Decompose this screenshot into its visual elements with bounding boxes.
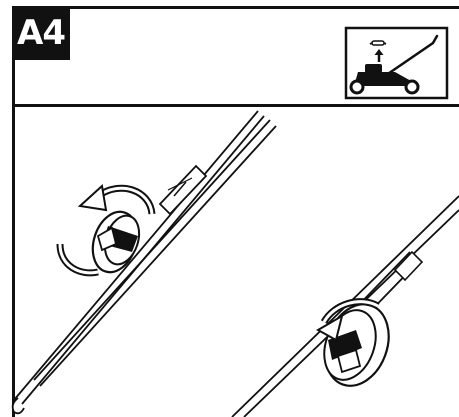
step-badge: A4 xyxy=(12,6,70,60)
handle-knob-rotate-icon xyxy=(56,184,156,277)
mower-raise-handle-icon xyxy=(344,26,449,100)
step-frame xyxy=(12,6,459,417)
handle-knob-rotate-icon xyxy=(315,298,390,387)
left-handle-tube xyxy=(11,110,277,415)
header-divider xyxy=(12,104,459,107)
